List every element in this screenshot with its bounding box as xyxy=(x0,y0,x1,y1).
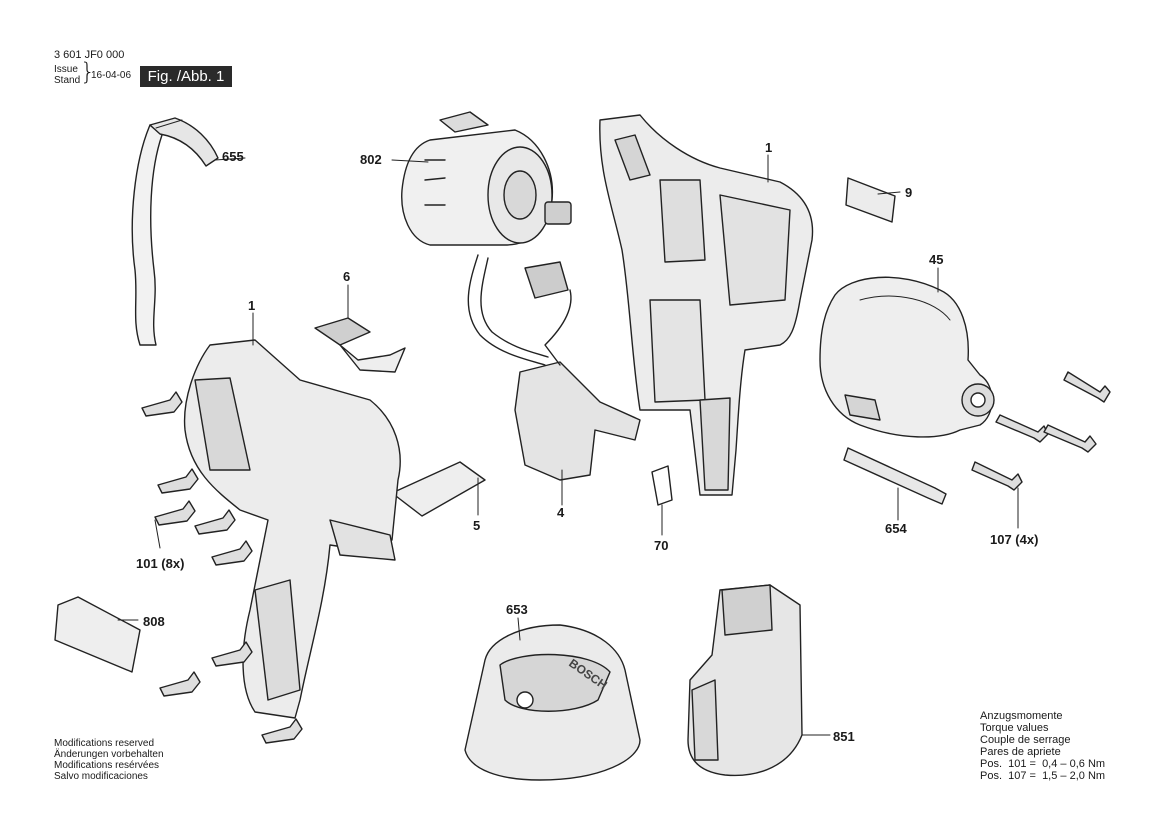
document-code: 3 601 JF0 000 xyxy=(54,49,125,61)
callout-70: 70 xyxy=(654,538,669,553)
switch-assembly-drawing xyxy=(467,254,641,481)
figure-label: Fig. /Abb. 1 xyxy=(140,66,232,87)
torque-row: Pos. 101 = 0,4 – 0,6 Nm xyxy=(980,758,1106,770)
housing-right-drawing xyxy=(599,114,814,496)
gear-housing-drawing xyxy=(819,276,995,438)
battery-pack-drawing xyxy=(687,584,803,777)
callout-5: 5 xyxy=(473,518,481,533)
note-line: Modifications reserved xyxy=(54,738,155,749)
torque-title-line: Pares de apriete xyxy=(980,746,1061,758)
issue-date: 16-04-06 xyxy=(91,70,132,81)
callout-802: 802 xyxy=(360,152,382,167)
callout-808: 808 xyxy=(143,614,165,629)
note-line: Salvo modificaciones xyxy=(54,771,148,782)
callout-4: 4 xyxy=(557,505,565,520)
callout-101: 101 (8x) xyxy=(136,556,185,571)
callout-45: 45 xyxy=(929,252,944,267)
housing-left-drawing xyxy=(183,339,401,719)
warning-label-drawing xyxy=(54,596,141,673)
issue-label: Issue xyxy=(54,64,78,75)
callout-851: 851 xyxy=(833,729,855,744)
stand-label: Stand xyxy=(54,75,81,86)
screwdriver-bit-drawing xyxy=(843,447,947,505)
callout-6: 6 xyxy=(343,269,351,284)
switch-slider-drawing xyxy=(314,317,406,373)
torque-title-line: Torque values xyxy=(980,722,1049,734)
callout-654: 654 xyxy=(885,521,907,536)
note-line: Änderungen vorbehalten xyxy=(54,749,164,760)
charger-drawing xyxy=(464,624,641,781)
battery-cover-drawing xyxy=(391,461,486,517)
torque-title-line: Anzugsmomente xyxy=(980,710,1063,722)
callout-107: 107 (4x) xyxy=(990,532,1039,547)
brace-glyph: } xyxy=(80,58,96,86)
screws-107-drawing xyxy=(971,371,1111,491)
issue-stand-labels: Issue Stand xyxy=(54,64,80,86)
torque-row: Pos. 107 = 1,5 – 2,0 Nm xyxy=(980,770,1106,782)
torque-title-line: Couple de serrage xyxy=(980,734,1071,746)
label-plate-drawing xyxy=(845,177,896,223)
callout-1-right: 1 xyxy=(765,140,773,155)
screws-101-drawing xyxy=(141,391,303,744)
motor-drawing xyxy=(401,111,572,246)
callout-655: 655 xyxy=(222,149,244,164)
callout-9: 9 xyxy=(905,185,913,200)
torque-values-note: Anzugsmomente Torque values Couple de se… xyxy=(980,710,1105,782)
modifications-note: Modifications reserved Änderungen vorbeh… xyxy=(54,738,164,782)
callout-1-left: 1 xyxy=(248,298,256,313)
callout-653: 653 xyxy=(506,602,528,617)
leader-lines xyxy=(117,154,1019,736)
wrist-strap-drawing xyxy=(131,117,219,346)
clip-drawing xyxy=(651,465,673,506)
note-line: Modifications resérvées xyxy=(54,760,160,771)
